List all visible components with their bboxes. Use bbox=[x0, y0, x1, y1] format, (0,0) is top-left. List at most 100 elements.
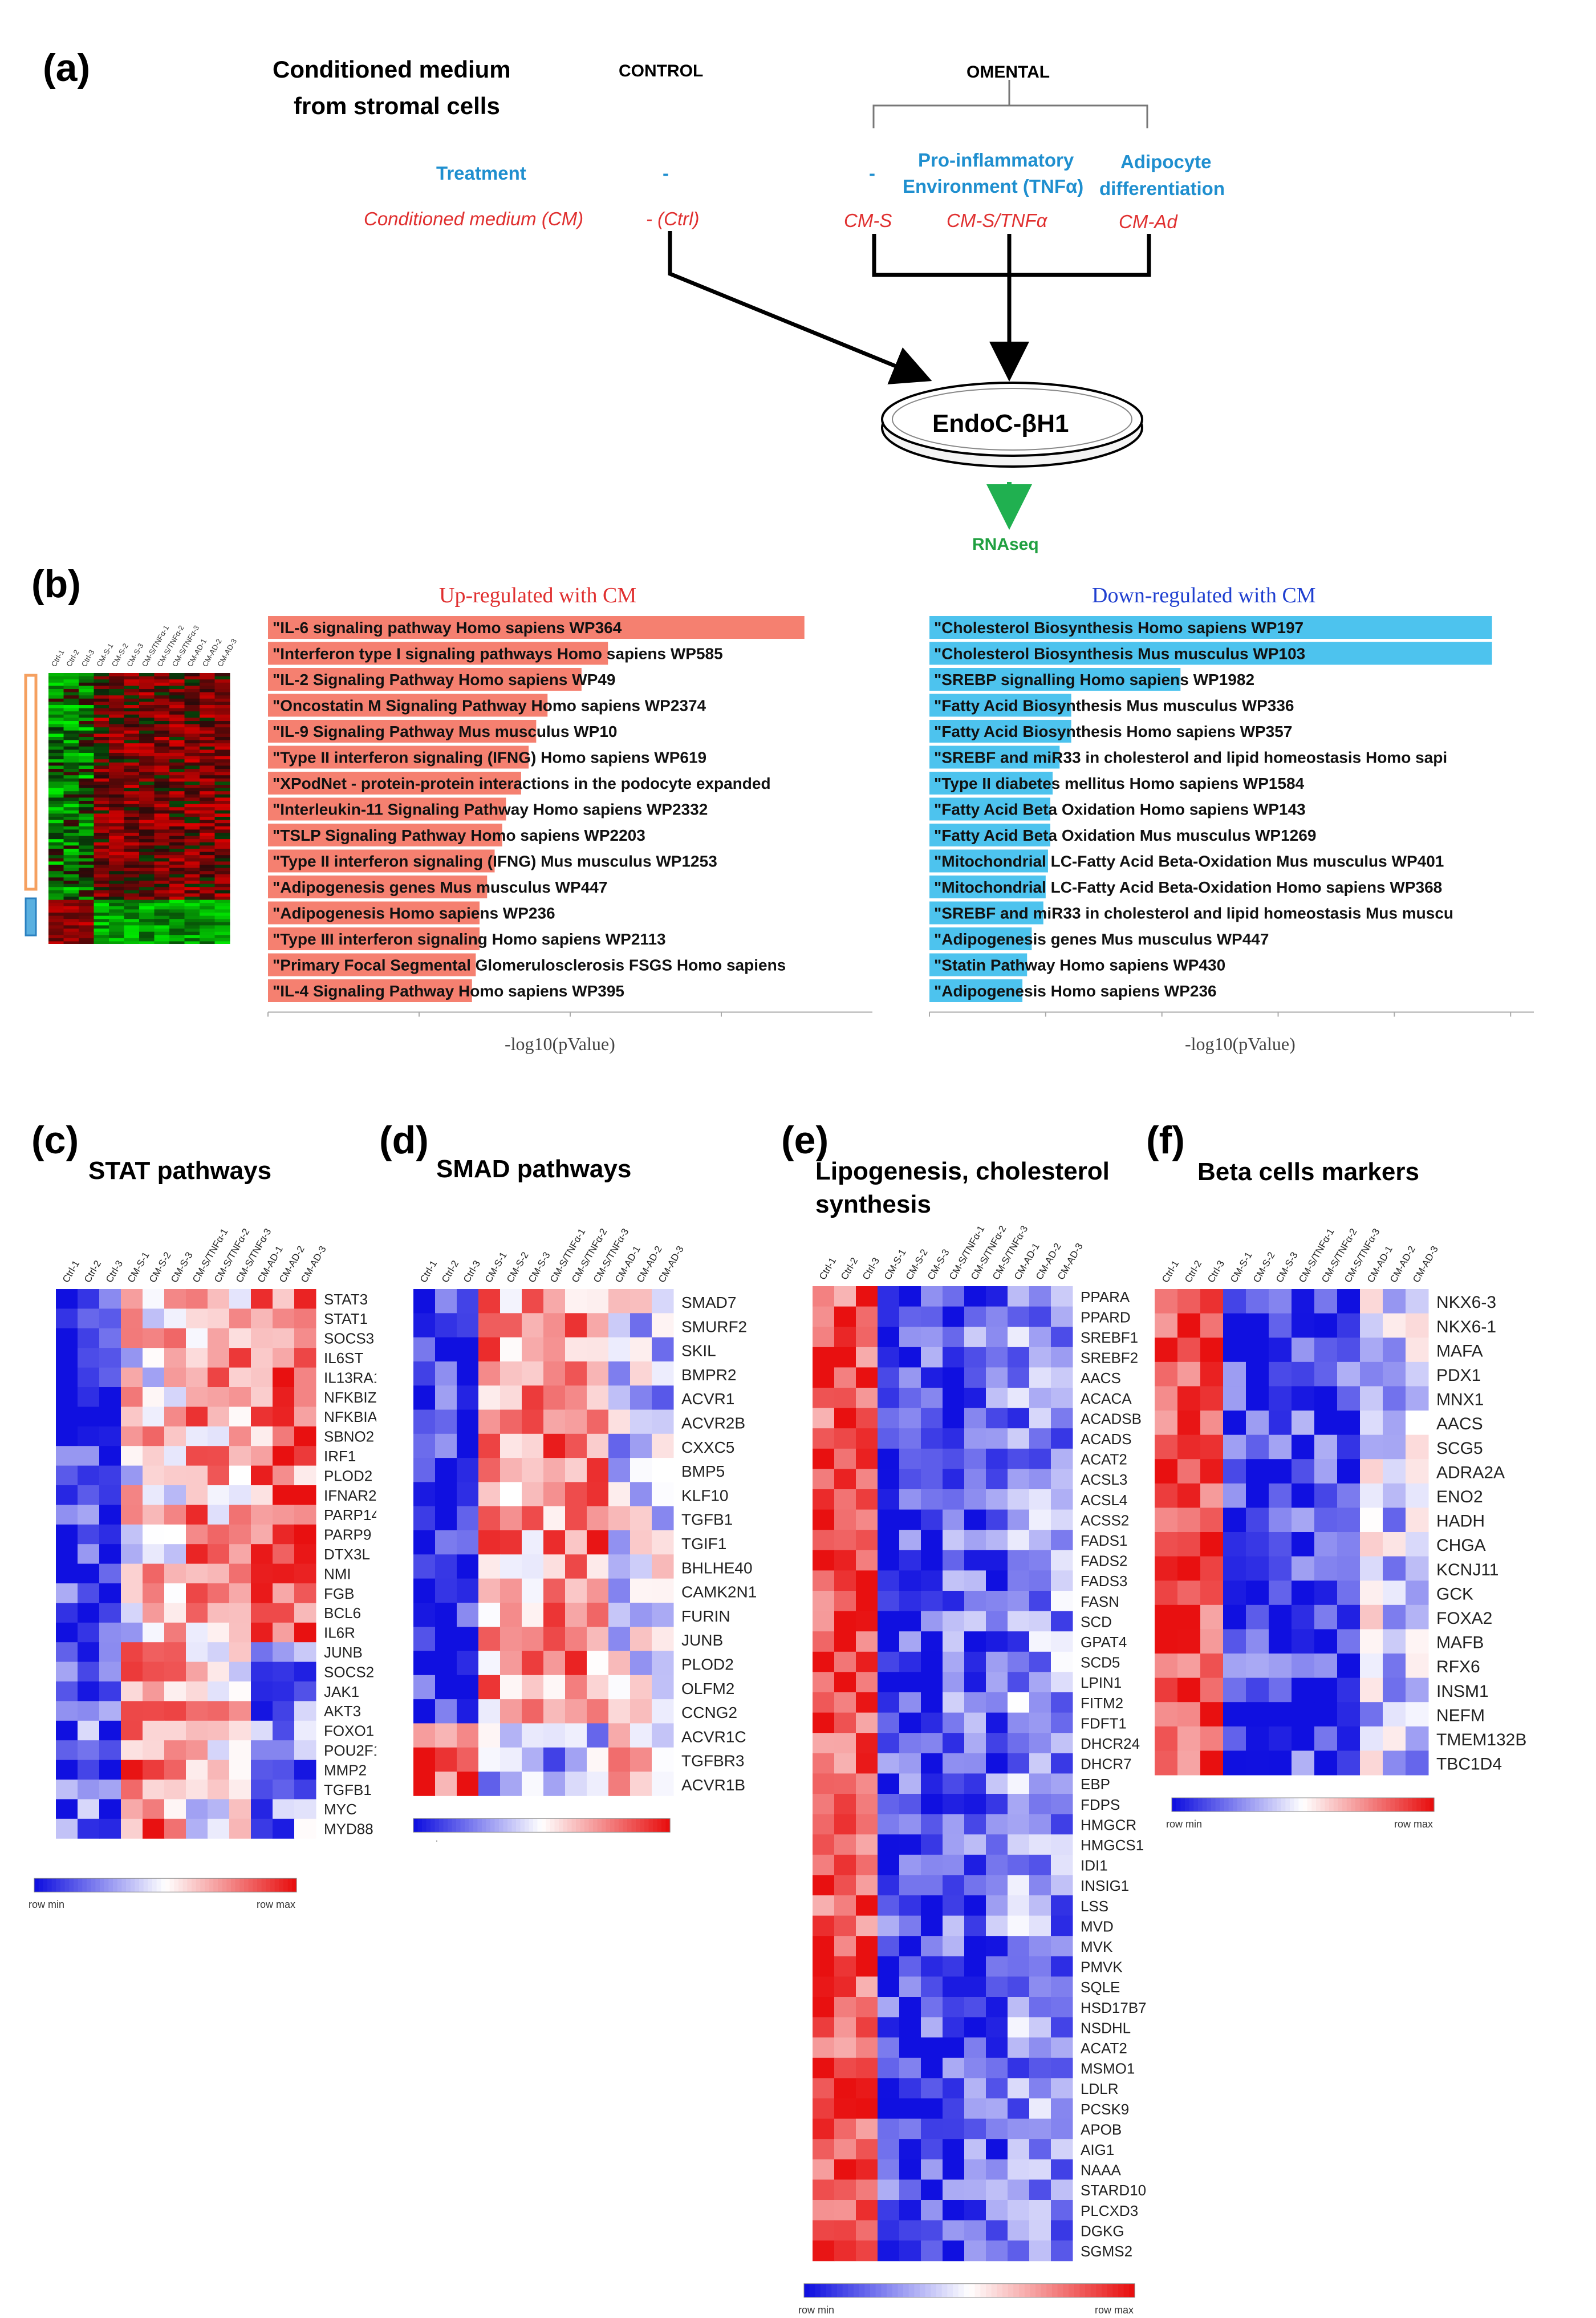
heat-cell bbox=[154, 855, 170, 859]
heat-cell bbox=[63, 810, 79, 814]
heat-cell bbox=[251, 1348, 273, 1368]
heat-cell bbox=[124, 865, 140, 869]
heat-cell bbox=[273, 1780, 295, 1800]
heat-cell bbox=[94, 884, 109, 888]
heat-cell bbox=[124, 858, 140, 862]
heat-cell bbox=[200, 756, 215, 760]
legend-min: row min bbox=[798, 2304, 834, 2316]
heat-cell bbox=[834, 2179, 856, 2201]
heat-cell bbox=[154, 887, 170, 891]
heat-cell bbox=[986, 1388, 1008, 1409]
heat-cell bbox=[1051, 1611, 1073, 1632]
legend-swatch bbox=[903, 2283, 909, 2297]
heat-cell bbox=[1200, 1532, 1224, 1557]
heat-cell bbox=[1223, 1750, 1246, 1776]
heat-cell bbox=[164, 1289, 186, 1309]
heat-cell bbox=[94, 813, 109, 817]
heat-cell bbox=[121, 1465, 143, 1486]
heat-cell bbox=[565, 1361, 587, 1386]
heat-cell bbox=[184, 676, 200, 680]
heat-cell bbox=[1223, 1361, 1246, 1387]
legend-swatch bbox=[908, 2283, 915, 2297]
heat-cell bbox=[143, 1446, 165, 1466]
bar-label: "Fatty Acid Beta Oxidation Homo sapiens … bbox=[934, 801, 1306, 818]
heat-cell bbox=[608, 1385, 631, 1410]
heat-cell bbox=[1269, 1483, 1292, 1508]
heat-cell bbox=[79, 769, 94, 773]
legend-max: row max bbox=[630, 1839, 669, 1842]
heat-cell bbox=[94, 820, 109, 824]
heat-cell bbox=[921, 2139, 943, 2160]
heat-cell bbox=[921, 1773, 943, 1794]
heat-cell bbox=[1051, 2139, 1073, 2160]
heat-cell bbox=[56, 1308, 78, 1329]
heat-cell bbox=[186, 1642, 208, 1663]
heat-cell bbox=[500, 1482, 522, 1507]
heat-cell bbox=[139, 931, 155, 935]
heat-cell bbox=[457, 1458, 479, 1482]
heat-cell bbox=[214, 772, 230, 776]
row-label: PLCXD3 bbox=[1081, 2202, 1138, 2219]
heat-cell bbox=[413, 1602, 436, 1627]
heat-cell bbox=[94, 679, 109, 683]
legend-swatch bbox=[87, 1878, 92, 1893]
heat-cell bbox=[99, 1603, 121, 1623]
heat-cell bbox=[154, 762, 170, 766]
heat-cell bbox=[164, 1505, 186, 1525]
heat-cell bbox=[1051, 2037, 1073, 2058]
bar bbox=[268, 876, 488, 898]
heat-cell bbox=[109, 702, 124, 706]
heat-cell bbox=[899, 2240, 921, 2262]
row-label: SKIL bbox=[681, 1342, 716, 1360]
heat-cell bbox=[630, 1361, 652, 1386]
heat-cell bbox=[986, 1408, 1008, 1429]
heat-cell bbox=[124, 890, 140, 894]
heat-cell bbox=[1008, 1733, 1030, 1754]
heat-cell bbox=[154, 801, 170, 805]
heat-cell bbox=[184, 734, 200, 737]
heat-cell bbox=[200, 765, 215, 769]
heat-cell bbox=[139, 801, 155, 805]
heat-cell bbox=[184, 772, 200, 776]
heat-cell bbox=[48, 871, 64, 875]
heat-cell bbox=[48, 922, 64, 926]
heat-cell bbox=[63, 839, 79, 843]
heat-cell bbox=[834, 2057, 856, 2078]
legend-swatch bbox=[550, 1818, 555, 1833]
heat-cell bbox=[99, 1563, 121, 1584]
heat-cell bbox=[899, 1591, 921, 1612]
heat-cell bbox=[200, 734, 215, 737]
heat-cell bbox=[143, 1760, 165, 1780]
row-label: KCNJ11 bbox=[1436, 1561, 1498, 1579]
legend-swatch bbox=[997, 2283, 1003, 2297]
legend-swatch bbox=[1377, 1798, 1382, 1812]
heat-cell bbox=[99, 1760, 121, 1780]
bar-label: "Cholesterol Biosynthesis Mus musculus W… bbox=[934, 645, 1305, 663]
heat-cell bbox=[899, 2220, 921, 2241]
heat-cell bbox=[63, 915, 79, 919]
bar-label: "SREBF and miR33 in cholesterol and lipi… bbox=[934, 905, 1453, 922]
heat-cell bbox=[56, 1485, 78, 1505]
heat-cell bbox=[943, 2098, 965, 2120]
treatment-ad-1: Adipocyte bbox=[1120, 151, 1212, 172]
heat-cell bbox=[154, 833, 170, 837]
heat-cell bbox=[1029, 2139, 1051, 2160]
heat-cell bbox=[1223, 1483, 1246, 1508]
legend-swatch bbox=[1224, 1798, 1229, 1812]
heat-cell bbox=[63, 906, 79, 910]
legend-swatch bbox=[588, 1818, 594, 1833]
heat-cell bbox=[63, 772, 79, 776]
heat-cell bbox=[986, 1672, 1008, 1693]
heat-cell bbox=[856, 1794, 878, 1815]
heat-cell bbox=[48, 893, 64, 897]
legend-swatch bbox=[920, 2283, 926, 2297]
heat-cell bbox=[63, 711, 79, 715]
heat-cell bbox=[1029, 1631, 1051, 1652]
heat-cell bbox=[294, 1642, 316, 1663]
row-label: BCL6 bbox=[324, 1604, 361, 1622]
heat-cell bbox=[154, 839, 170, 843]
legend-swatch bbox=[644, 1818, 649, 1833]
heat-cell bbox=[121, 1603, 143, 1623]
heat-cell bbox=[1008, 2179, 1030, 2201]
heat-cell bbox=[587, 1723, 609, 1748]
